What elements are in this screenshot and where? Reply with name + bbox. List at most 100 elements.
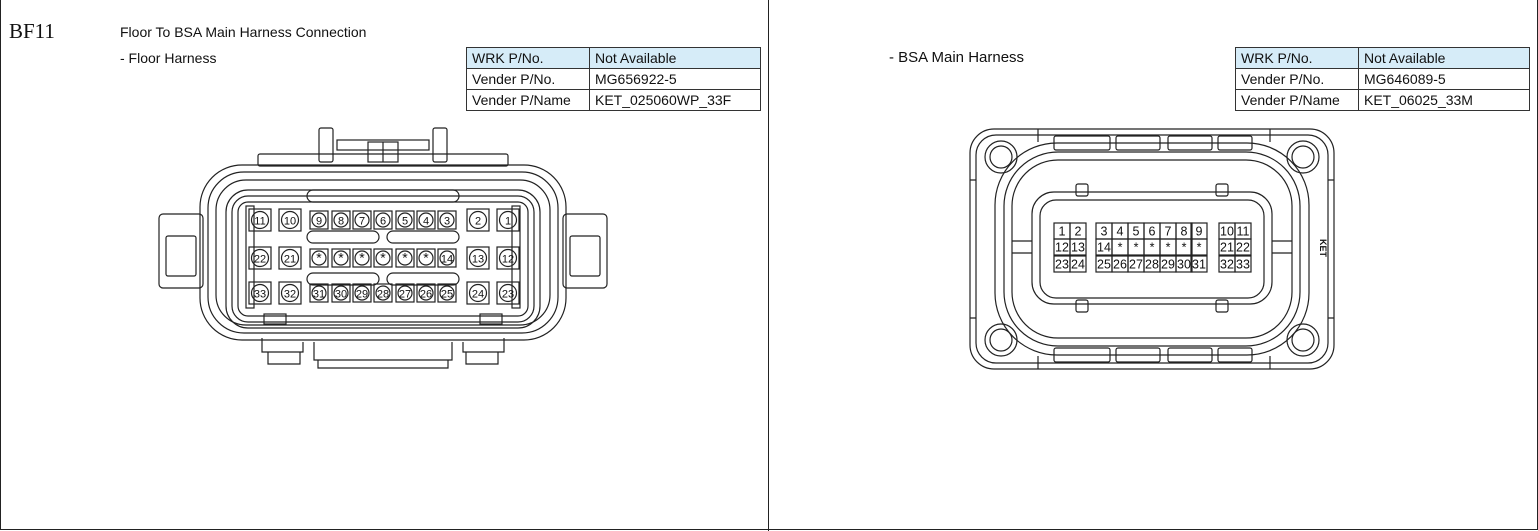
pin: * <box>1175 238 1193 256</box>
pin: 25 <box>1095 255 1113 273</box>
pin-label: 5 <box>1133 225 1140 239</box>
pin-socket <box>354 212 370 228</box>
pin: 7 <box>1159 222 1177 240</box>
pin: * <box>416 248 436 268</box>
vender-pname-value: KET_025060WP_33F <box>589 89 761 111</box>
pin-socket <box>250 248 270 268</box>
pin: 11 <box>1234 222 1252 240</box>
vender-pno-label: Vender P/No. <box>1235 68 1359 90</box>
pin-socket <box>333 285 349 301</box>
pin: 4 <box>1111 222 1129 240</box>
pin-frame <box>373 248 393 268</box>
top-latch <box>257 127 509 167</box>
pin: 12 <box>496 246 520 270</box>
pin-socket <box>280 210 300 230</box>
pin: * <box>1190 238 1208 256</box>
pin-label: 26 <box>420 289 432 301</box>
pin-frame <box>496 246 520 270</box>
pin: 8 <box>331 210 351 230</box>
pin-frame <box>373 210 393 230</box>
wrk-pno-label: WRK P/No. <box>466 47 590 69</box>
pin-cell <box>1190 238 1208 256</box>
pin: 30 <box>331 283 351 303</box>
pin-socket <box>375 212 391 228</box>
pin-label: 32 <box>1220 258 1234 272</box>
pin-socket <box>397 212 413 228</box>
pin: 13 <box>466 246 490 270</box>
pin-cell <box>1175 238 1193 256</box>
pin-label: 25 <box>441 289 453 301</box>
connector-code: BF11 <box>9 19 55 43</box>
pin-label: 27 <box>399 289 411 301</box>
pin-label: 11 <box>1237 225 1250 239</box>
pin-frame <box>248 281 272 305</box>
pin-socket <box>333 250 349 266</box>
pin-socket <box>418 212 434 228</box>
pin-label: * <box>1118 241 1123 255</box>
pin-label: 33 <box>254 289 266 301</box>
pin-frame <box>466 246 490 270</box>
table-row: Vender P/No. MG646089-5 <box>1235 68 1530 90</box>
pin-frame <box>309 248 329 268</box>
pin-frame <box>437 210 457 230</box>
pin-cell <box>1190 255 1208 273</box>
pin-label: 4 <box>423 216 429 228</box>
connection-title: Floor To BSA Main Harness Connection <box>120 24 367 40</box>
pin-label: 21 <box>284 254 296 266</box>
pin: 32 <box>278 281 302 305</box>
pin-frame <box>309 283 329 303</box>
pin: * <box>1127 238 1145 256</box>
pin-frame <box>331 248 351 268</box>
connector-shroud <box>994 142 1310 356</box>
pin-label: 24 <box>472 289 484 301</box>
pin-cell <box>1234 238 1252 256</box>
pin: 2 <box>1069 222 1087 240</box>
pin: 30 <box>1175 255 1193 273</box>
pin: 14 <box>1095 238 1113 256</box>
pin-label: 29 <box>1161 258 1175 272</box>
pin-socket <box>375 285 391 301</box>
pin-label: 10 <box>1220 225 1234 239</box>
pin: 1 <box>1053 222 1071 240</box>
pin-socket <box>498 210 518 230</box>
pin-frame <box>437 283 457 303</box>
pin-label: 23 <box>1055 258 1069 272</box>
pin: 3 <box>437 210 457 230</box>
pin: 31 <box>309 283 329 303</box>
pin-label: 3 <box>1101 225 1108 239</box>
wrk-pno-label: WRK P/No. <box>1235 47 1359 69</box>
pin-frame <box>248 208 272 232</box>
table-row: WRK P/No. Not Available <box>466 47 761 69</box>
pin-socket <box>354 250 370 266</box>
pin-label: 22 <box>1236 241 1250 255</box>
pin: 11 <box>248 208 272 232</box>
pin-label: 7 <box>359 216 365 228</box>
pin-label: 1 <box>505 216 511 228</box>
pin: 5 <box>1127 222 1145 240</box>
pin-label: 2 <box>475 216 481 228</box>
pin-socket <box>468 283 488 303</box>
pin: 10 <box>1218 222 1236 240</box>
pin-label: 12 <box>502 254 514 266</box>
pin-frame <box>395 248 415 268</box>
pin-label: 10 <box>284 216 296 228</box>
pin-label: * <box>1166 241 1171 255</box>
pin-socket <box>498 283 518 303</box>
pin: 33 <box>248 281 272 305</box>
pin-label: 9 <box>1196 225 1203 239</box>
pin: 7 <box>352 210 372 230</box>
side-ears <box>158 213 608 289</box>
pin: 22 <box>1234 238 1252 256</box>
ket-logo: KET <box>1318 239 1328 258</box>
pin-cell <box>1069 255 1087 273</box>
pin-cell <box>1175 255 1193 273</box>
pin-frame <box>278 246 302 270</box>
pin-socket <box>354 285 370 301</box>
pin: 33 <box>1234 255 1252 273</box>
floor-harness-part-table: WRK P/No. Not Available Vender P/No. MG6… <box>466 47 761 111</box>
key-bars <box>245 189 521 309</box>
pin-label: 7 <box>1165 225 1172 239</box>
pin-label: 8 <box>1181 225 1188 239</box>
pin: 3 <box>1095 222 1113 240</box>
